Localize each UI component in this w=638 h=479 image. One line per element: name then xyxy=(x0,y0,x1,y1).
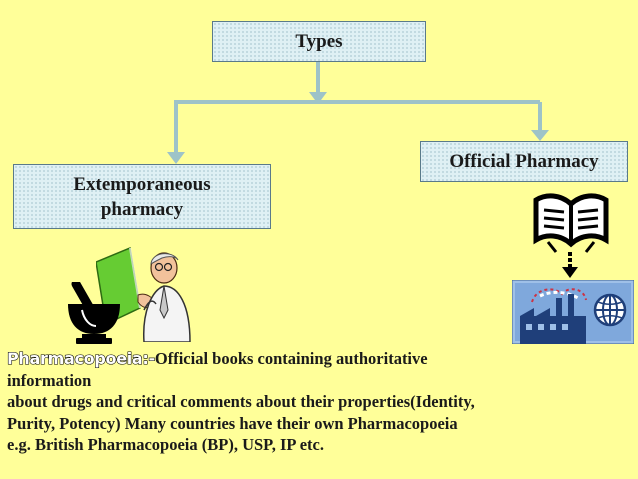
types-box: Types xyxy=(212,21,426,62)
dashed-down-arrow-icon xyxy=(562,252,578,278)
official-pharmacy-label: Official Pharmacy xyxy=(449,150,599,172)
pharmacist-clipart-icon xyxy=(96,246,191,342)
factory-globe-icon xyxy=(512,280,634,344)
pharmacopoeia-definition: Pharmacopoeia:-Official books containing… xyxy=(6,348,632,456)
definition-line-2: information xyxy=(7,370,92,390)
definition-line-5: e.g. British Pharmacopoeia (BP), USP, IP… xyxy=(7,435,324,454)
open-book-icon xyxy=(533,193,609,253)
definition-line-1: Pharmacopoeia:-Official books containing… xyxy=(6,348,428,368)
definition-line-3: about drugs and critical comments about … xyxy=(7,392,475,411)
pharmacopoeia-term: Pharmacopoeia:- xyxy=(6,348,155,368)
definition-line-4: Purity, Potency) Many countries have the… xyxy=(7,413,458,433)
mortar-pestle-icon xyxy=(68,282,120,344)
types-label: Types xyxy=(295,30,343,52)
official-pharmacy-box: Official Pharmacy xyxy=(420,141,628,182)
